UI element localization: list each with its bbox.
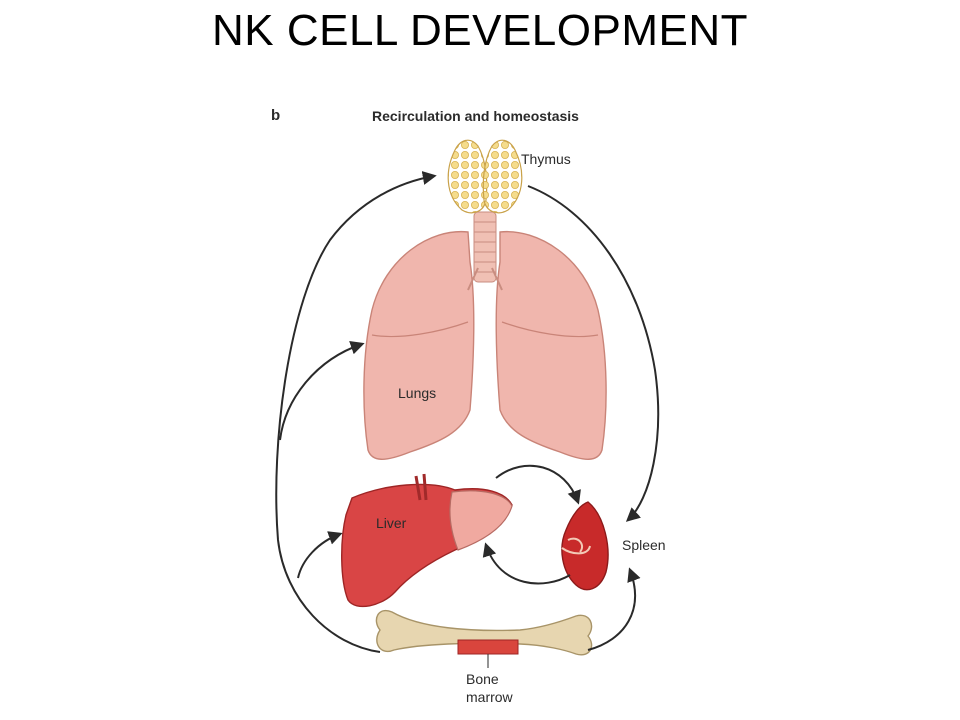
thymus-organ — [447, 139, 523, 214]
lungs-organ — [363, 230, 607, 460]
lungs-label: Lungs — [398, 385, 436, 401]
panel-letter: b — [271, 107, 280, 124]
arrow-liver-to-spleen — [495, 464, 581, 505]
arrow-to-lungs — [279, 340, 365, 441]
bone-label-line1: Bone — [466, 671, 499, 687]
bone-label-line2: marrow — [466, 689, 514, 705]
thymus-label: Thymus — [521, 151, 571, 167]
arrow-bone-to-spleen — [587, 567, 641, 651]
panel-title: Recirculation and homeostasis — [372, 108, 579, 124]
recirculation-arrows — [275, 171, 660, 653]
liver-label: Liver — [376, 515, 407, 531]
bone-organ — [375, 609, 593, 668]
arrow-bone-to-thymus — [275, 171, 437, 653]
spleen-organ — [561, 501, 609, 591]
spleen-label: Spleen — [622, 537, 666, 553]
slide-title: NK CELL DEVELOPMENT — [211, 6, 749, 55]
arrow-thymus-to-spleen — [527, 185, 660, 522]
arrow-to-liver — [297, 531, 343, 579]
liver-organ — [341, 473, 513, 608]
trachea — [473, 211, 497, 283]
arrow-spleen-to-liver — [482, 542, 571, 585]
